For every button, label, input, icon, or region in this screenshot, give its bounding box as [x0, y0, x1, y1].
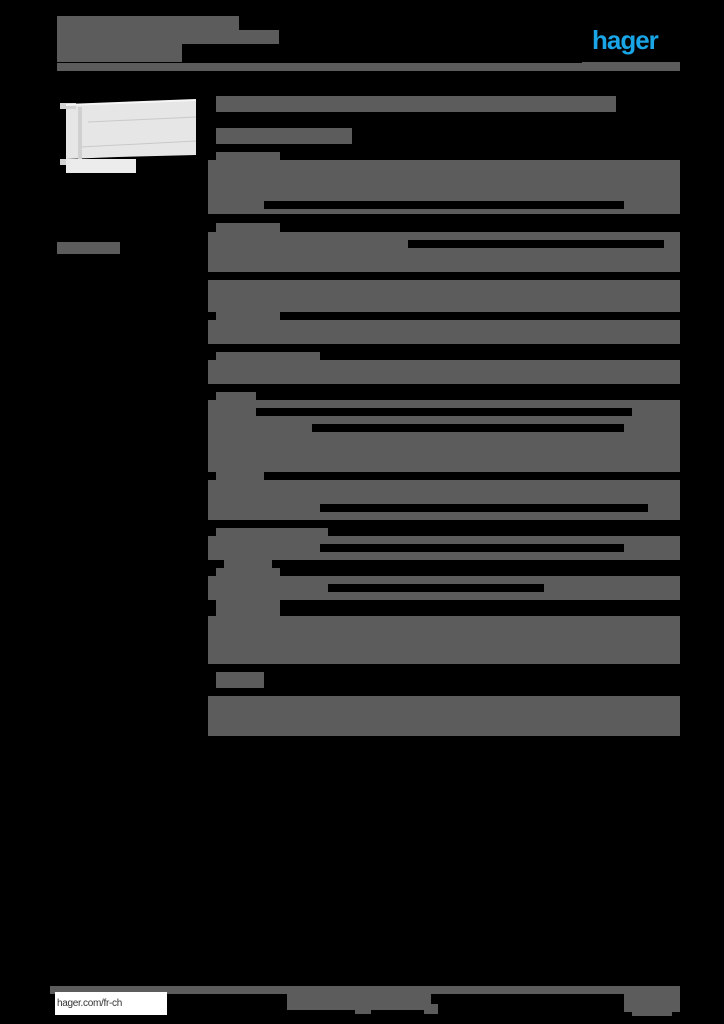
spec-row-redacted	[216, 568, 280, 576]
spec-row-redacted	[216, 600, 280, 616]
footer-separator	[50, 986, 680, 994]
spec-table-redacted	[208, 320, 680, 344]
footer-page-info-redacted	[287, 994, 431, 1010]
section-title-redacted	[216, 672, 264, 688]
spec-table-redacted	[208, 480, 680, 520]
section-label-redacted	[57, 242, 120, 254]
spec-row-redacted	[216, 312, 280, 320]
section-title-redacted	[224, 560, 272, 570]
section-title-redacted	[216, 528, 328, 538]
footer-website-link[interactable]: hager.com/fr-ch	[55, 992, 167, 1015]
product-heading-redacted	[216, 96, 616, 112]
footer-page-info-redacted	[424, 1004, 438, 1014]
section-title-redacted	[216, 152, 280, 162]
footer-page-info-redacted	[355, 1004, 371, 1014]
footer-date-redacted	[632, 1010, 672, 1016]
document-subtitle-redacted	[57, 44, 182, 62]
product-subheading-redacted	[216, 128, 352, 144]
document-title-redacted	[57, 16, 239, 30]
section-title-redacted	[216, 392, 256, 402]
spec-table-redacted	[208, 616, 680, 664]
section-title-redacted	[216, 352, 320, 362]
logo-underline	[582, 62, 680, 68]
spec-table-redacted	[208, 696, 680, 736]
product-image	[58, 97, 198, 175]
document-title-redacted	[57, 30, 279, 44]
section-title-redacted	[216, 223, 280, 233]
header-separator	[57, 63, 680, 71]
hager-logo: hager	[592, 25, 659, 55]
spec-table-redacted	[208, 360, 680, 384]
spec-table-redacted	[208, 232, 680, 272]
spec-row-redacted	[216, 472, 264, 480]
footer-date-redacted	[624, 994, 680, 1012]
spec-table-redacted	[208, 280, 680, 312]
